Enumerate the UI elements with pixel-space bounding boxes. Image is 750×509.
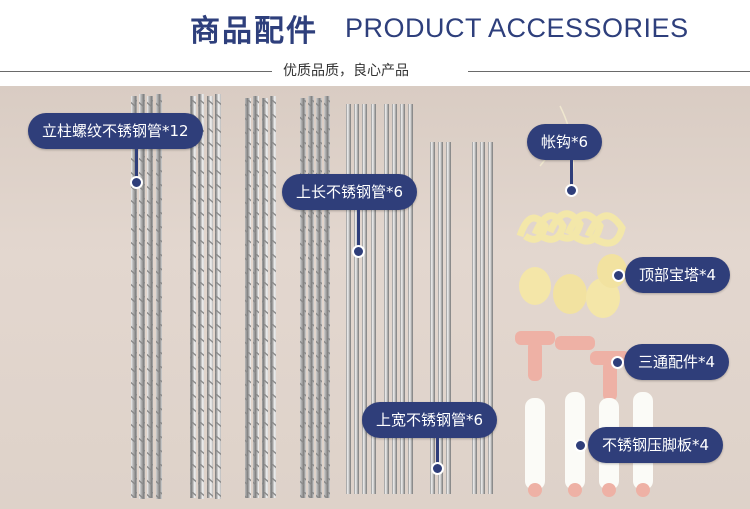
leader-top-long bbox=[357, 210, 360, 247]
upright-threaded-pipes bbox=[131, 94, 330, 499]
label-top-long-pipes: 上长不锈钢管*6 bbox=[282, 174, 418, 210]
divider-right bbox=[468, 71, 750, 72]
marker-foot-plates bbox=[574, 439, 587, 452]
page-title-cn: 商品配件 bbox=[190, 14, 318, 49]
leader-upright bbox=[135, 149, 138, 179]
marker-upright bbox=[130, 176, 143, 189]
product-photo: 立柱螺纹不锈钢管*12 上长不锈钢管*6 上宽不锈钢管*6 帐钩*6 顶部宝塔*… bbox=[0, 86, 750, 509]
page-subtitle: 优质品质，良心产品 bbox=[283, 63, 409, 79]
label-hooks: 帐钩*6 bbox=[527, 124, 603, 160]
leader-hooks bbox=[570, 160, 573, 186]
header: 商品配件 PRODUCT ACCESSORIES 优质品质，良心产品 bbox=[0, 0, 750, 86]
label-top-tower: 顶部宝塔*4 bbox=[625, 257, 731, 293]
accessories-illustration bbox=[131, 94, 653, 499]
marker-tee bbox=[611, 356, 624, 369]
marker-hooks bbox=[565, 184, 578, 197]
top-long-pipes bbox=[346, 104, 413, 494]
label-tee-connectors: 三通配件*4 bbox=[624, 344, 730, 380]
label-upright-pipes: 立柱螺纹不锈钢管*12 bbox=[28, 113, 203, 149]
divider-left bbox=[0, 71, 272, 72]
label-top-wide-pipes: 上宽不锈钢管*6 bbox=[362, 402, 498, 438]
top-wide-pipes bbox=[430, 142, 493, 494]
page-title-en: PRODUCT ACCESSORIES bbox=[345, 13, 689, 43]
marker-top-wide bbox=[431, 462, 444, 475]
top-tower-fittings bbox=[519, 254, 627, 318]
marker-top-long bbox=[352, 245, 365, 258]
leader-top-wide bbox=[436, 438, 439, 463]
marker-top-tower bbox=[612, 269, 625, 282]
label-foot-plates: 不锈钢压脚板*4 bbox=[588, 427, 724, 463]
